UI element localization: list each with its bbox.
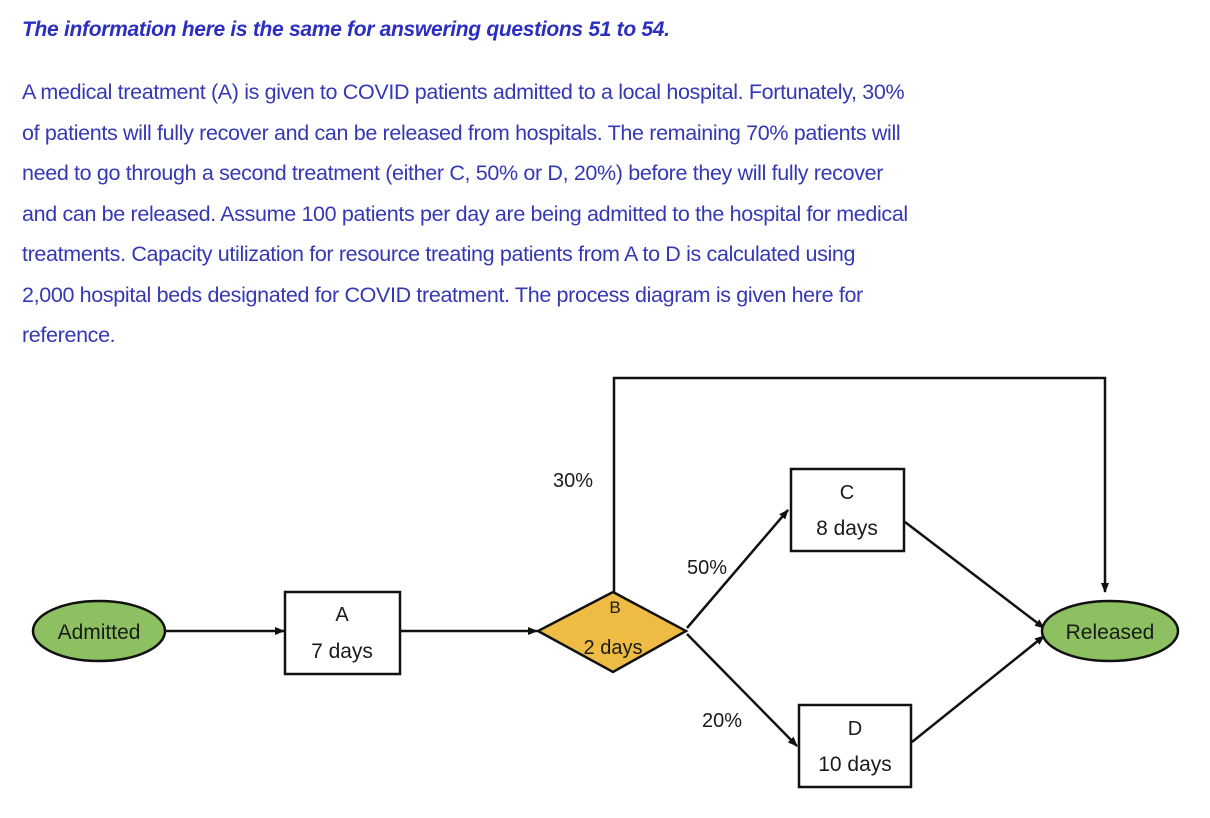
pct-label-d: 20%	[702, 710, 742, 732]
paragraph-line: of patients will fully recover and can b…	[22, 120, 901, 145]
arrow-c-to-released	[904, 521, 1045, 629]
paragraph-line: 2,000 hospital beds designated for COVID…	[22, 282, 863, 307]
pct-label-release: 30%	[553, 470, 593, 492]
paragraph-line: A medical treatment (A) is given to COVI…	[22, 80, 905, 104]
released-node: Released	[1040, 599, 1180, 663]
node-c-time: 8 days	[816, 517, 878, 540]
arrow-b-to-d	[686, 633, 798, 747]
paragraph-line: and can be released. Assume 100 patients…	[22, 201, 908, 226]
paragraph-line: need to go through a second treatment (e…	[22, 161, 884, 185]
arrow-d-to-released	[911, 635, 1045, 743]
node-a-time: 7 days	[311, 640, 373, 663]
admitted-label: Admitted	[58, 621, 141, 644]
problem-paragraph: A medical treatment (A) is given to COVI…	[22, 72, 1187, 356]
node-d: D 10 days	[797, 703, 913, 789]
flow-arrows	[166, 376, 1109, 747]
node-b-name: B	[609, 598, 620, 617]
paragraph-line: reference.	[22, 323, 116, 347]
node-b-time: 2 days	[584, 637, 643, 659]
section-header: The information here is the same for ans…	[22, 18, 670, 41]
node-c-name: C	[840, 482, 854, 504]
arrow-b-to-released	[612, 376, 1109, 593]
node-b: B 2 days	[535, 590, 689, 674]
node-d-time: 10 days	[818, 753, 892, 776]
node-a: A 7 days	[283, 590, 402, 676]
node-c: C 8 days	[789, 467, 906, 553]
pct-label-c: 50%	[687, 557, 727, 579]
node-d-name: D	[848, 718, 862, 740]
paragraph-line: treatments. Capacity utilization for res…	[22, 242, 856, 266]
node-a-name: A	[335, 604, 349, 626]
released-label: Released	[1066, 621, 1155, 644]
arrow-b-to-c	[686, 509, 789, 629]
admitted-node: Admitted	[31, 599, 167, 663]
